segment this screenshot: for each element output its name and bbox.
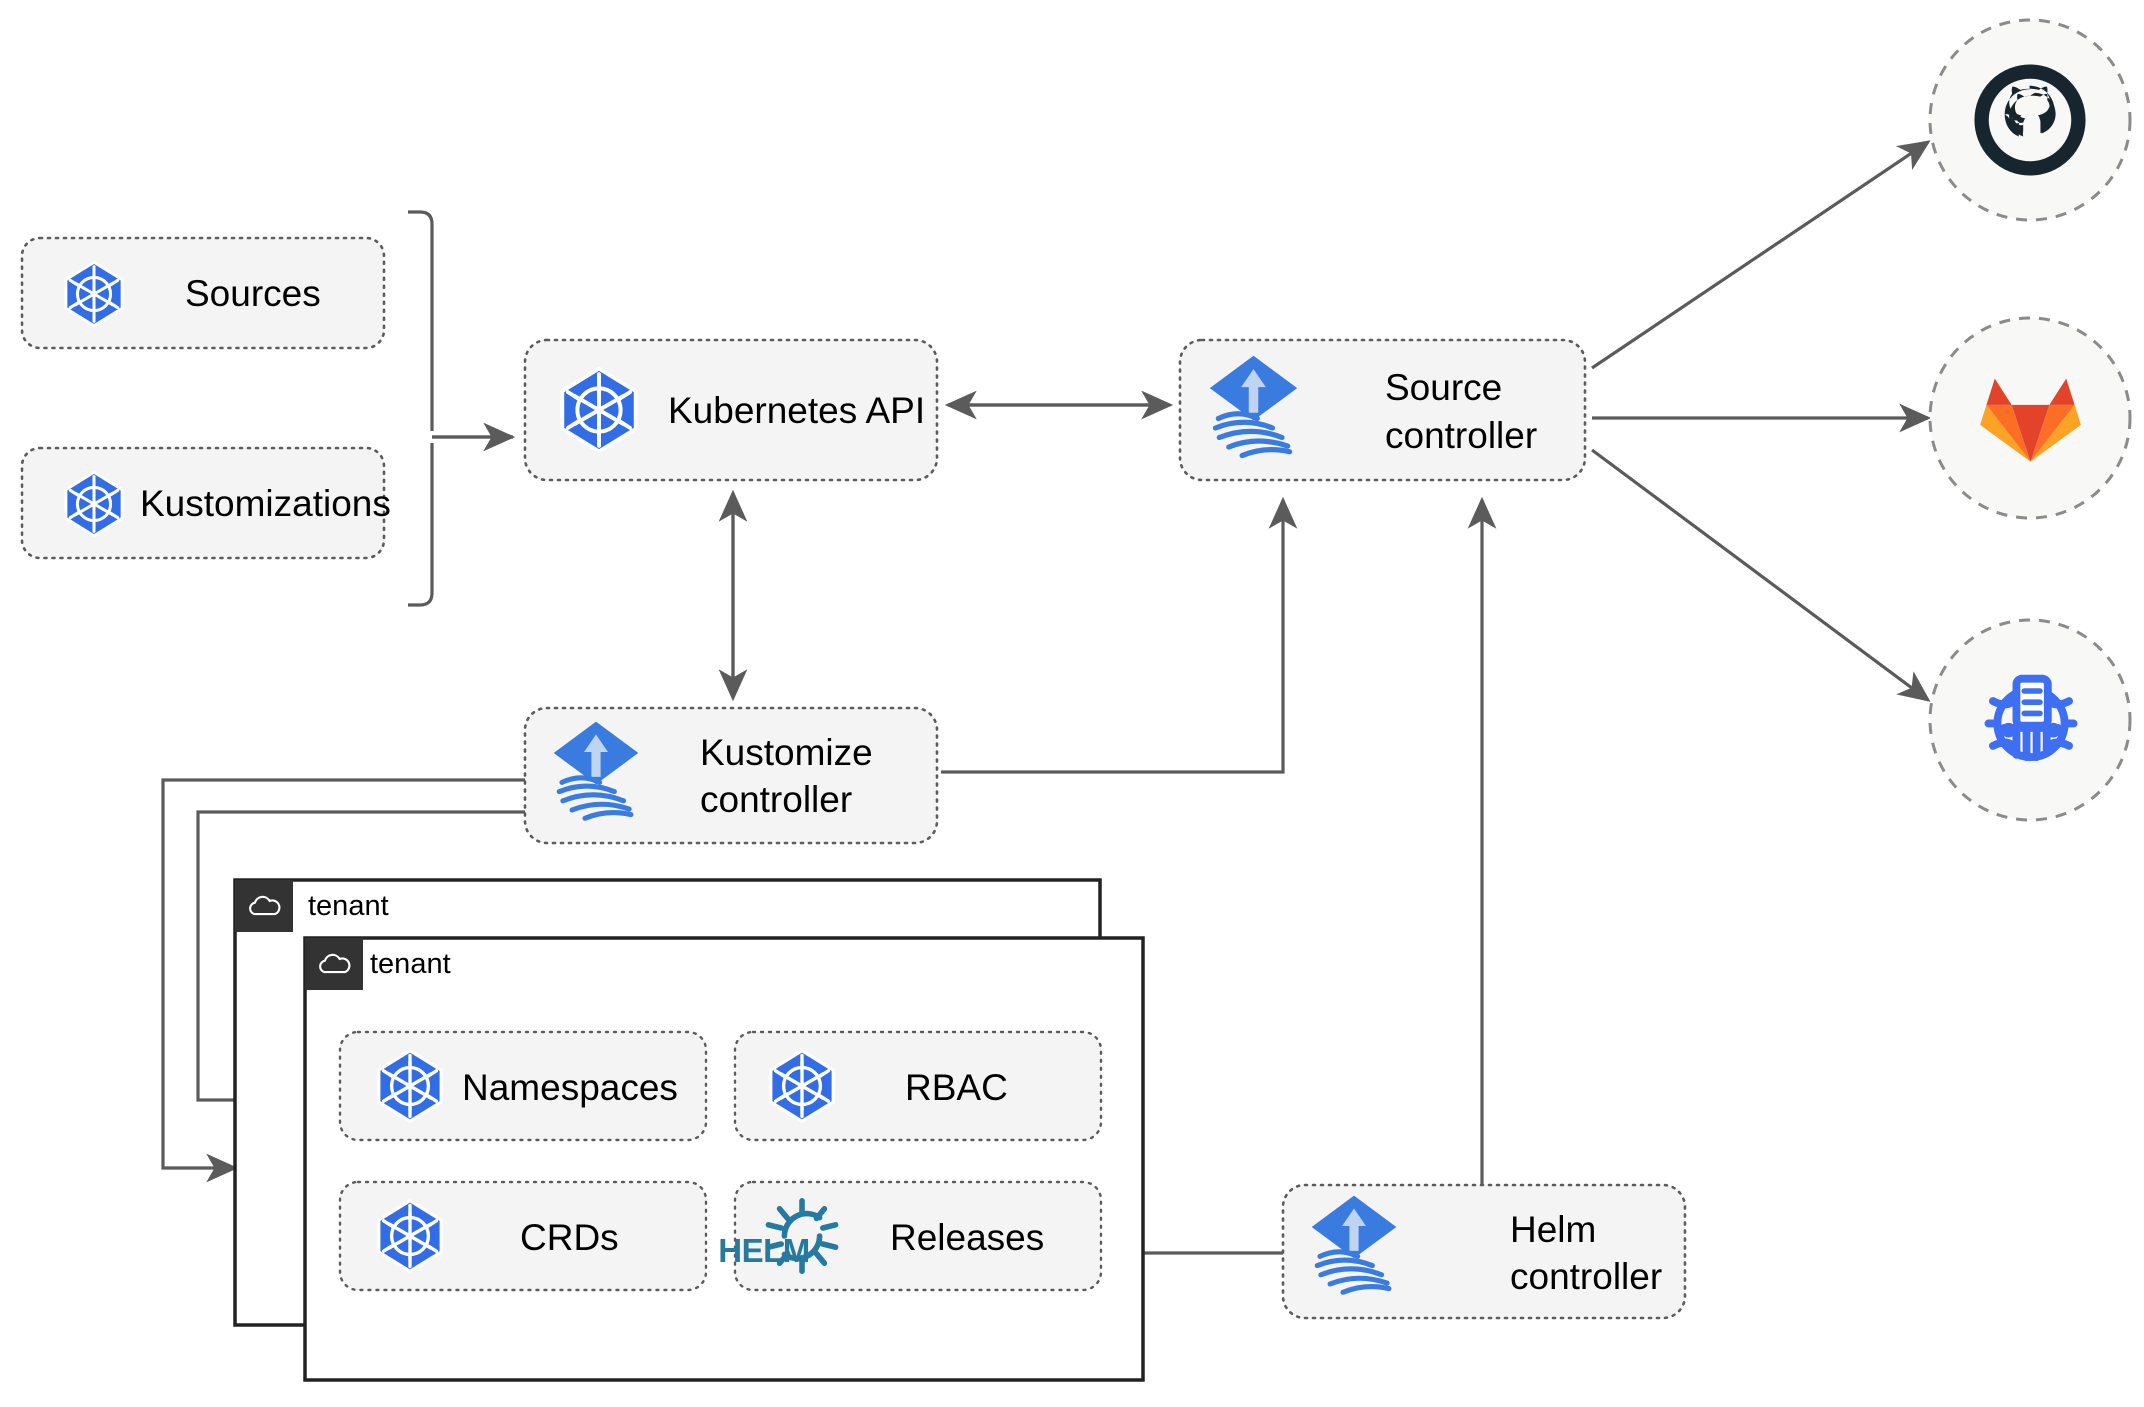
sources-label: Sources bbox=[185, 273, 321, 314]
node-sources[interactable]: Sources bbox=[20, 236, 386, 350]
crds-box[interactable] bbox=[338, 1180, 708, 1292]
edge-resources-bracket bbox=[408, 210, 513, 607]
tenant-outer-header bbox=[235, 880, 293, 932]
tenant-outer-label: tenant bbox=[308, 890, 389, 922]
namespaces-label: Namespaces bbox=[462, 1067, 678, 1108]
edge-kustomize-to-tenant-outer bbox=[161, 778, 525, 1183]
helm-controller-line2: controller bbox=[1510, 1256, 1662, 1297]
node-helm-controller[interactable]: Helm controller bbox=[1281, 1183, 1687, 1320]
kubernetes-api-label: Kubernetes API bbox=[668, 390, 925, 431]
kubernetes-api-box[interactable] bbox=[523, 338, 939, 482]
namespaces-box[interactable] bbox=[338, 1030, 708, 1142]
node-crds[interactable]: CRDs bbox=[338, 1180, 708, 1292]
rbac-box[interactable] bbox=[733, 1030, 1103, 1142]
tenant-inner-header bbox=[305, 938, 363, 990]
tenant-inner-container: tenant bbox=[303, 936, 1145, 1382]
source-controller-line1: Source bbox=[1385, 367, 1502, 408]
node-releases[interactable]: HELM Releases bbox=[718, 1180, 1103, 1292]
kustomize-controller-line2: controller bbox=[700, 779, 852, 820]
kustomizations-label: Kustomizations bbox=[140, 483, 391, 524]
helm-wordmark: HELM bbox=[718, 1232, 810, 1269]
tenant-inner-label: tenant bbox=[370, 948, 451, 980]
source-controller-line2: controller bbox=[1385, 415, 1537, 456]
node-github[interactable] bbox=[1928, 18, 2132, 222]
releases-label: Releases bbox=[890, 1217, 1044, 1258]
helm-controller-line1: Helm bbox=[1510, 1209, 1596, 1250]
node-gitlab[interactable] bbox=[1928, 316, 2132, 520]
edge-source-to-registry bbox=[1591, 448, 1931, 702]
kustomize-controller-line1: Kustomize bbox=[700, 732, 873, 773]
edge-kustomize-to-source bbox=[941, 496, 1298, 774]
node-namespaces[interactable]: Namespaces bbox=[338, 1030, 708, 1142]
node-kustomize-controller[interactable]: Kustomize controller bbox=[523, 706, 939, 845]
edge-source-to-github bbox=[1591, 140, 1931, 370]
rbac-label: RBAC bbox=[905, 1067, 1008, 1108]
github-circle[interactable] bbox=[1928, 18, 2132, 222]
node-kubernetes-api[interactable]: Kubernetes API bbox=[523, 338, 939, 482]
crds-label: CRDs bbox=[520, 1217, 619, 1258]
kustomizations-box[interactable] bbox=[20, 446, 386, 560]
node-helm-registry[interactable] bbox=[1928, 618, 2132, 822]
tenant-inner-body bbox=[303, 936, 1145, 1382]
sources-box[interactable] bbox=[20, 236, 386, 350]
node-kustomizations[interactable]: Kustomizations bbox=[20, 446, 391, 560]
node-source-controller[interactable]: Source controller bbox=[1178, 338, 1587, 482]
node-rbac[interactable]: RBAC bbox=[733, 1030, 1103, 1142]
